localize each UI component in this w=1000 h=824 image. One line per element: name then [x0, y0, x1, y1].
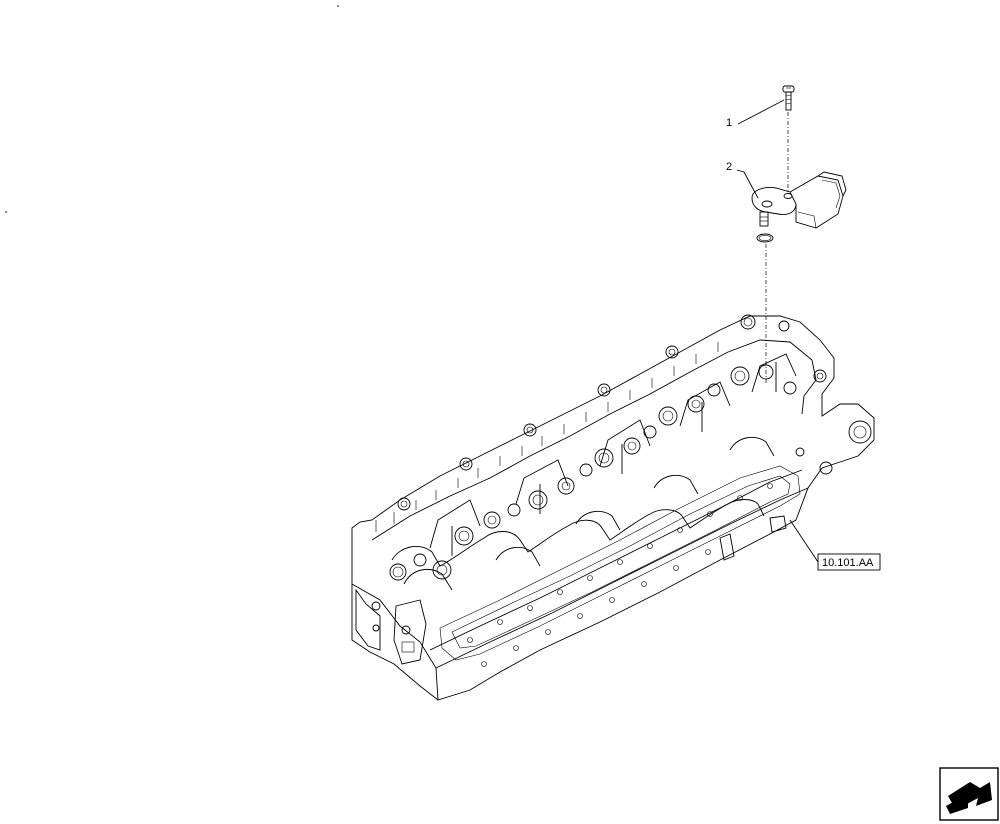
sensor-part [751, 171, 847, 229]
screw-part [782, 85, 795, 111]
reference-box[interactable]: 10.101.AA [817, 553, 881, 571]
callout-1: 1 [726, 117, 732, 129]
reference-box-label: 10.101.AA [822, 557, 874, 569]
leader-line-2 [736, 169, 759, 199]
leader-line-1 [737, 99, 785, 125]
reference-leader-line [789, 519, 819, 563]
speck [337, 5, 339, 7]
o-ring-part [756, 233, 774, 243]
next-page-arrow-icon[interactable] [939, 767, 999, 821]
speck [5, 211, 7, 213]
callout-2: 2 [726, 161, 732, 173]
cylinder-head-part [351, 314, 875, 701]
